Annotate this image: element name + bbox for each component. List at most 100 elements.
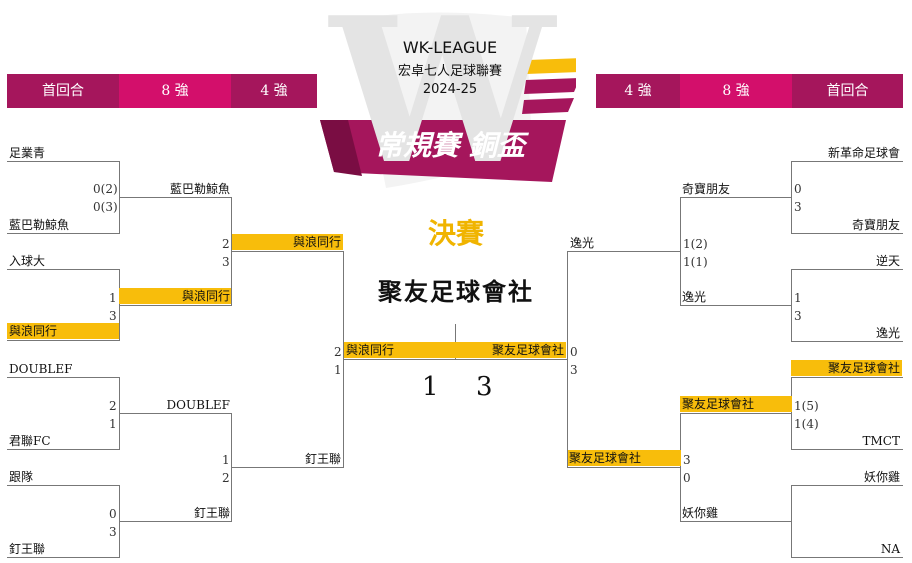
left-r1-m1-bottom-score: 0(3) <box>93 200 118 214</box>
left-qf-m1-top-team: 藍巴勒鯨魚 <box>169 182 230 196</box>
bracket-line <box>791 377 903 378</box>
left-r1-m2-top-team: 入球大 <box>9 254 46 268</box>
left-sf-top-team: 與浪同行 <box>232 234 343 250</box>
right-r1-m3-top-team: 聚友足球會社 <box>791 360 902 376</box>
bracket-line <box>791 341 903 342</box>
right-sf-top-score: 0 <box>570 345 578 359</box>
logo-season: 2024-25 <box>422 82 478 97</box>
right-sf-bottom-team: 聚友足球會社 <box>567 450 681 466</box>
bracket-line <box>680 197 792 198</box>
logo-stripe-orange <box>526 58 576 74</box>
right-r1-m2-top-score: 1 <box>794 291 802 305</box>
header-right-sf: 4 強 <box>596 74 680 108</box>
bracket-line <box>791 269 903 270</box>
right-qf-m1-bottom-score: 1(1) <box>683 255 708 269</box>
left-r1-m3-top-score: 2 <box>109 399 117 413</box>
header-right-qf: 8 強 <box>680 74 792 108</box>
right-r1-m2-bottom-score: 3 <box>794 309 802 323</box>
right-r1-m3-bottom-team: TMCT <box>862 434 900 448</box>
right-sf-top-team: 逸光 <box>570 236 595 250</box>
left-r1-m4-bottom-score: 3 <box>109 525 117 539</box>
left-r1-m1-top-team: 足業青 <box>9 146 46 160</box>
header-left-r1: 首回合 <box>7 74 119 108</box>
header-right-r1: 首回合 <box>792 74 903 108</box>
left-qf-m2-bottom-team: 釘王聯 <box>193 506 230 520</box>
logo-league-full: 宏卓七人足球聯賽 <box>397 64 502 79</box>
final-title: 決賽 <box>427 217 484 250</box>
right-r1-m4-top-team: 妖你雞 <box>863 470 900 484</box>
left-r1-m4-top-score: 0 <box>109 507 117 521</box>
left-sf-top-score: 2 <box>334 345 342 359</box>
bracket-line <box>680 305 792 306</box>
round-header-right: 4 強 8 強 首回合 <box>596 74 903 108</box>
round-header-left: 首回合 8 強 4 強 <box>7 74 317 108</box>
right-sf-bottom-score: 3 <box>570 363 578 377</box>
right-r1-m1-bottom-score: 3 <box>794 200 802 214</box>
right-r1-m3-bottom-score: 1(4) <box>794 417 819 431</box>
bracket-line <box>7 161 119 162</box>
right-r1-m4-bottom-team: NA <box>880 542 900 556</box>
left-qf-m1-top-score: 2 <box>222 237 230 251</box>
left-r1-m4-bottom-team: 釘王聯 <box>9 542 46 556</box>
final-left-score: 1 <box>422 372 439 402</box>
left-sf-bottom-score: 1 <box>334 363 342 377</box>
bracket-line <box>680 521 792 522</box>
cup-banner-fold <box>320 120 362 176</box>
bracket-line <box>231 251 344 252</box>
bracket-line <box>119 521 232 522</box>
bracket-line <box>567 251 681 252</box>
logo-league-name: WK-LEAGUE <box>402 38 498 57</box>
final-right-team: 聚友足球會社 <box>456 342 566 358</box>
left-qf-m1-bottom-score: 3 <box>222 255 230 269</box>
bracket-line <box>456 359 568 360</box>
logo-watermark-letter: W <box>330 0 555 209</box>
right-r1-m3-top-score: 1(5) <box>794 399 819 413</box>
left-r1-m2-bottom-team: 與浪同行 <box>7 323 119 339</box>
right-qf-m2-bottom-score: 0 <box>683 471 691 485</box>
left-qf-m2-bottom-score: 2 <box>222 471 230 485</box>
logo-cup-title: 常規賽 銅盃 <box>375 129 525 162</box>
left-r1-m2-bottom-score: 3 <box>109 309 117 323</box>
right-qf-m1-top-team: 奇寶朋友 <box>682 182 731 196</box>
right-r1-m1-top-team: 新革命足球會 <box>827 146 900 160</box>
left-qf-m2-top-team: DOUBLEF <box>166 398 230 412</box>
bracket-line <box>231 467 344 468</box>
bracket-line <box>7 377 119 378</box>
right-qf-m1-top-score: 1(2) <box>683 237 708 251</box>
bracket-line <box>7 269 119 270</box>
final-left-team: 與浪同行 <box>344 342 457 358</box>
left-r1-m3-bottom-team: 君聯FC <box>9 434 51 448</box>
bracket-line <box>7 557 119 558</box>
right-r1-m1-top-score: 0 <box>794 182 802 196</box>
bracket-line <box>791 485 903 486</box>
logo-graphic <box>320 12 576 189</box>
bracket-line <box>567 467 681 468</box>
left-qf-m2-top-score: 1 <box>222 453 230 467</box>
bracket-line <box>7 449 119 450</box>
bracket-line <box>7 233 119 234</box>
bracket-line <box>791 449 903 450</box>
bracket-line <box>7 340 119 341</box>
right-r1-m2-bottom-team: 逸光 <box>875 326 900 340</box>
left-r1-m1-top-score: 0(2) <box>93 182 118 196</box>
final-right-score: 3 <box>476 372 493 402</box>
bracket-line <box>680 413 792 414</box>
right-qf-m2-top-team: 聚友足球會社 <box>680 396 792 412</box>
left-r1-m3-top-team: DOUBLEF <box>9 362 73 376</box>
left-r1-m1-bottom-team: 藍巴勒鯨魚 <box>9 218 70 232</box>
header-left-sf: 4 強 <box>231 74 317 108</box>
left-r1-m3-bottom-score: 1 <box>109 417 117 431</box>
right-qf-m2-top-score: 3 <box>683 453 691 467</box>
left-qf-m1-bottom-team: 與浪同行 <box>119 288 232 304</box>
bracket-line <box>119 305 232 306</box>
logo-stripe-1 <box>524 78 576 94</box>
logo-stripe-2 <box>522 98 574 114</box>
left-r1-m4-top-team: 跟隊 <box>9 470 34 484</box>
bracket-line <box>791 233 903 234</box>
bracket-line <box>119 197 232 198</box>
bracket-line <box>791 557 903 558</box>
header-left-qf: 8 強 <box>119 74 231 108</box>
right-r1-m1-bottom-team: 奇寶朋友 <box>851 218 900 232</box>
bracket-line <box>343 359 455 360</box>
right-qf-m2-bottom-team: 妖你雞 <box>682 506 719 520</box>
